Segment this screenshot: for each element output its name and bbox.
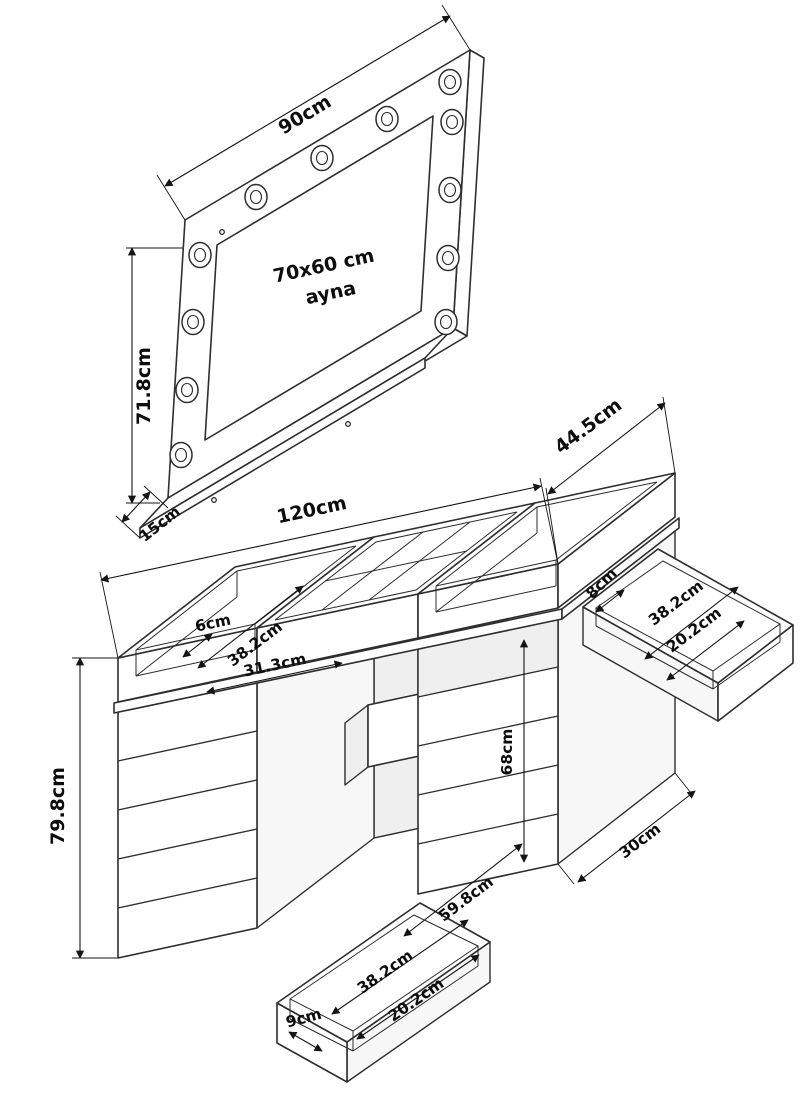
- table-width-value: 120cm: [275, 492, 349, 528]
- vanity-table: [113, 472, 794, 1083]
- light-bulb: [175, 376, 199, 404]
- light-bulb: [440, 108, 464, 136]
- drawer-divider-line: [117, 779, 258, 811]
- light-bulb: [181, 308, 205, 336]
- left-pedestal-front: [117, 682, 258, 959]
- mirror-width-value: 90cm: [275, 91, 336, 139]
- mirror-height-value: 71.8cm: [133, 347, 155, 425]
- drawer-divider-line: [417, 715, 559, 747]
- drawer-divider-line: [117, 877, 258, 909]
- screw-dot: [219, 229, 225, 235]
- dim-table-height: 79.8cm: [47, 657, 118, 959]
- drawer-divider-line: [417, 764, 559, 796]
- dim-mirror-height: 71.8cm: [126, 247, 183, 504]
- table-depth-value: 44.5cm: [551, 394, 626, 458]
- drawer-divider-line: [417, 813, 559, 845]
- light-bulb: [169, 441, 193, 469]
- light-bulb: [188, 241, 212, 269]
- table-height-value: 79.8cm: [47, 767, 69, 845]
- screw-dot: [345, 421, 351, 427]
- dim-knee-space: 68cm: [498, 639, 529, 863]
- screw-dot: [211, 497, 217, 503]
- counter-right-edge: [561, 517, 680, 620]
- drawer-divider-line: [117, 828, 258, 860]
- pedestal-depth-value: 30cm: [616, 820, 664, 863]
- drawer-divider-line: [117, 730, 258, 762]
- light-bulb: [434, 308, 458, 336]
- light-bulb: [310, 144, 334, 172]
- mirror-bulbs: [169, 68, 464, 469]
- light-bulb: [244, 183, 268, 211]
- knee-height-value: 68cm: [498, 729, 516, 776]
- light-bulb: [375, 105, 399, 133]
- light-bulb: [436, 244, 460, 272]
- light-bulb: [438, 176, 462, 204]
- light-bulb: [438, 68, 462, 96]
- pulled-drawer-bottom: [276, 902, 491, 1083]
